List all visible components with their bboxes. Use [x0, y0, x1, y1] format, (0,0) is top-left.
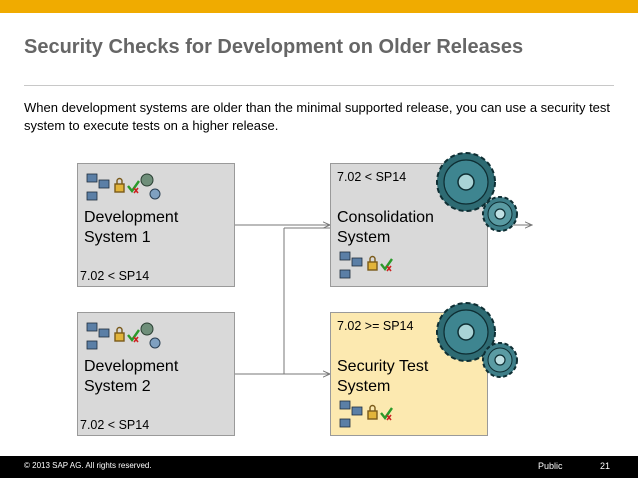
- small-gear-icon: [482, 342, 518, 378]
- dev-system-2-release: 7.02 < SP14: [80, 418, 150, 432]
- system-icon-cluster: [86, 173, 161, 201]
- top-accent-bar: [0, 0, 638, 13]
- lock-icon: [114, 177, 125, 193]
- checkmark-icon: [380, 407, 393, 421]
- transport-icon: [86, 173, 110, 201]
- title-divider: [24, 85, 614, 86]
- page-number: 21: [600, 461, 611, 471]
- consolidation-system-release: 7.02 < SP14: [337, 170, 407, 184]
- classification-label: Public: [538, 461, 563, 471]
- gear-icon: [436, 152, 518, 232]
- security-test-system-release: 7.02 >= SP14: [337, 319, 414, 333]
- slide-title: Security Checks for Development on Older…: [24, 36, 524, 58]
- lock-icon: [114, 326, 125, 342]
- gear-icon: [140, 322, 161, 349]
- transport-icon: [339, 251, 363, 279]
- system-icon-cluster: [86, 322, 161, 350]
- lock-icon: [367, 404, 378, 420]
- large-gear-icon: [436, 302, 496, 362]
- checkmark-icon: [127, 329, 140, 343]
- intro-text: When development systems are older than …: [24, 100, 611, 133]
- checkmark-icon: [380, 258, 393, 272]
- small-gear-icon: [482, 196, 518, 232]
- copyright-text: © 2013 SAP AG. All rights reserved.: [24, 461, 152, 470]
- system-icon-cluster: [339, 400, 393, 428]
- lock-icon: [367, 255, 378, 271]
- large-gear-icon: [436, 152, 496, 212]
- transport-icon: [86, 322, 110, 350]
- gear-icon: [436, 302, 518, 378]
- transport-icon: [339, 400, 363, 428]
- dev-system-1-release: 7.02 < SP14: [80, 269, 150, 283]
- footer-bar: © 2013 SAP AG. All rights reserved. Publ…: [0, 456, 638, 478]
- checkmark-icon: [127, 180, 140, 194]
- system-icon-cluster: [339, 251, 393, 279]
- gear-icon: [140, 173, 161, 200]
